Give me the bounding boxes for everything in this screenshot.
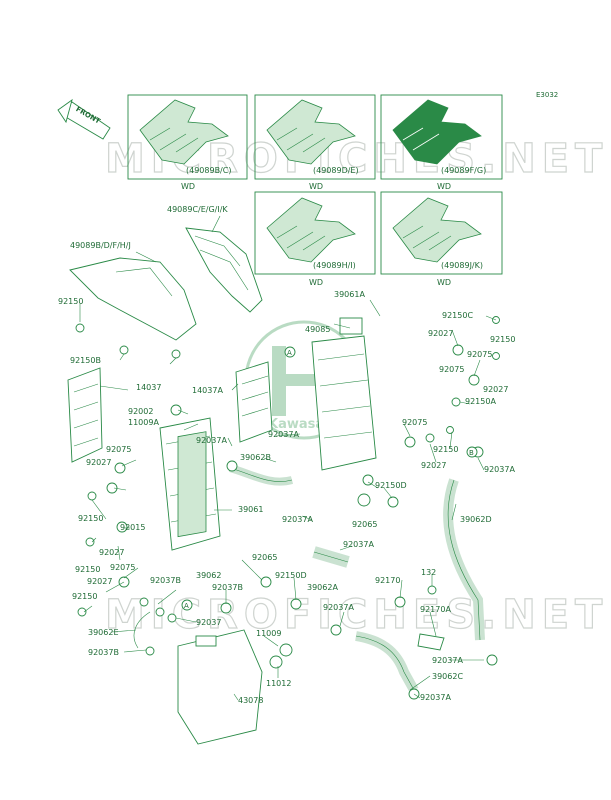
callout: 14037A <box>192 386 223 395</box>
callout: 49089B/D/F/H/J <box>70 241 131 250</box>
svg-text:A: A <box>287 349 292 357</box>
callout: 92027 <box>421 461 446 470</box>
shroud-left <box>69 257 197 341</box>
callout: 92150 <box>433 445 458 454</box>
callout: 11012 <box>266 679 291 688</box>
callout: 92075 <box>439 365 464 374</box>
marker-b-right: B <box>466 446 478 458</box>
hose-39062b <box>228 464 294 486</box>
callout: 92170 <box>375 576 400 585</box>
callout: 92150 <box>72 592 97 601</box>
callout: 92027 <box>87 577 112 586</box>
inset-code-4: (49089H/I) <box>313 261 356 270</box>
callout: 49085 <box>305 325 330 334</box>
callout: 92075 <box>402 418 427 427</box>
marker-a-top: A <box>284 346 296 358</box>
callout: 92027 <box>99 548 124 557</box>
callout: 92150 <box>75 565 100 574</box>
inset-box-4: (49089H/I) <box>254 191 376 275</box>
front-arrow-icon: FRONT <box>57 98 111 140</box>
inset-note-2: WD <box>309 182 323 191</box>
hose-39062c <box>355 631 419 693</box>
callout: 49089C/E/G/I/K <box>167 205 228 214</box>
callout: 92037A <box>268 430 299 439</box>
callout: 92150B <box>70 356 101 365</box>
callout: 92150D <box>375 481 407 490</box>
radiator-left <box>159 417 221 551</box>
callout: 92037A <box>196 436 227 445</box>
callout: 92150C <box>442 311 473 320</box>
diagram-code: E3032 <box>536 91 558 99</box>
inset-code-1: (49089B/C) <box>186 166 231 175</box>
callout: 92150A <box>465 397 496 406</box>
callout: 92002 <box>128 407 153 416</box>
callout: 92037A <box>484 465 515 474</box>
inset-box-5: (49089J/K) <box>380 191 503 275</box>
callout: 92037A <box>343 540 374 549</box>
radiator-right <box>311 317 377 471</box>
radiator-guard-left <box>67 367 103 463</box>
callout: 92065 <box>252 553 277 562</box>
callout: 92075 <box>106 445 131 454</box>
callout: 39062E <box>88 628 119 637</box>
callout: 39062D <box>460 515 492 524</box>
watermark-bottom: MICROFICHES.NET <box>105 592 608 638</box>
inset-note-5: WD <box>437 278 451 287</box>
small-fasteners <box>75 316 500 700</box>
callout: 39061A <box>334 290 365 299</box>
callout: 92170A <box>420 605 451 614</box>
leader-lines <box>79 215 497 701</box>
svg-text:A: A <box>184 602 189 610</box>
callout: 39062C <box>432 672 463 681</box>
inset-box-2: (49089D/E) <box>254 94 376 180</box>
callout: 92150 <box>490 335 515 344</box>
callout-labels: 49089C/E/G/I/K 49089B/D/F/H/J 39061A 921… <box>58 205 515 705</box>
radiator-guard-right <box>235 361 273 443</box>
callout: 92150D <box>275 571 307 580</box>
callout: 39061 <box>238 505 263 514</box>
callout: 92037B <box>150 576 181 585</box>
inset-code-2: (49089D/E) <box>313 166 359 175</box>
callout: 92065 <box>352 520 377 529</box>
callout: 92037 <box>196 618 221 627</box>
callout: 92037A <box>282 515 313 524</box>
inset-note-4: WD <box>309 278 323 287</box>
inset-note-3: WD <box>437 182 451 191</box>
callout: 92075 <box>110 563 135 572</box>
callout: 92037B <box>88 648 119 657</box>
callout: 39062 <box>196 571 221 580</box>
callout: 92037A <box>432 656 463 665</box>
callout: 11009A <box>128 418 159 427</box>
callout: 92150 <box>58 297 83 306</box>
callout: 39062A <box>307 583 338 592</box>
callout: 92027 <box>428 329 453 338</box>
svg-text:B: B <box>469 449 474 457</box>
callout: 92027 <box>86 458 111 467</box>
callout: 14037 <box>136 383 161 392</box>
callout: 39062B <box>240 453 271 462</box>
hose-39062e <box>133 611 151 649</box>
marker-a-lower: A <box>181 599 193 611</box>
inset-note-1: WD <box>181 182 195 191</box>
inset-box-3: (49089F/G) <box>380 94 503 180</box>
inset-code-5: (49089J/K) <box>441 261 483 270</box>
callout: 92027 <box>483 385 508 394</box>
callout: 92075 <box>467 350 492 359</box>
callout: 92037B <box>212 583 243 592</box>
reservoir-tank <box>177 629 263 745</box>
inset-box-1: (49089B/C) <box>127 94 248 180</box>
shroud-graphic-right <box>185 227 263 313</box>
callout: 11009 <box>256 629 281 638</box>
callout: 92150 <box>78 514 103 523</box>
callout: 92037A <box>323 603 354 612</box>
callout: 43078 <box>238 696 263 705</box>
callout: 132 <box>421 568 436 577</box>
callout: 92037A <box>420 693 451 702</box>
inset-code-3: (49089F/G) <box>441 166 486 175</box>
callout: 92015 <box>120 523 145 532</box>
